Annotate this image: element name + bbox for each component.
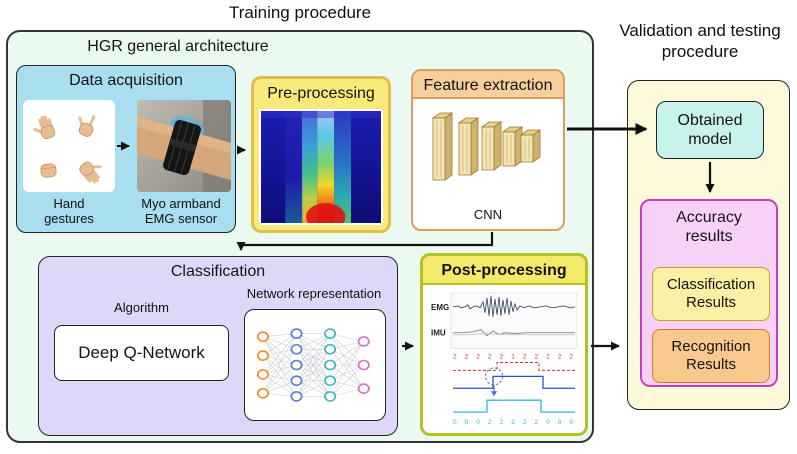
classification-panel: Classification Algorithm Deep Q-Network … bbox=[38, 256, 398, 436]
hand-gestures-illustration bbox=[23, 100, 115, 192]
myo-armband-photo bbox=[137, 100, 231, 192]
feature-extraction-title: Feature extraction bbox=[413, 71, 563, 99]
myo-armband-icon bbox=[137, 100, 231, 192]
post-processing-panel: Post-processing EMG IMU 2 2 2 2 2 1 2 2 … bbox=[420, 253, 588, 436]
accuracy-results-title: Accuracy results bbox=[676, 209, 742, 246]
emg-label: EMG bbox=[431, 303, 449, 312]
validation-testing-box: Obtained model Accuracy results Classifi… bbox=[627, 80, 790, 410]
algorithm-label: Algorithm bbox=[114, 300, 169, 315]
data-acquisition-title: Data acquisition bbox=[69, 72, 183, 89]
cnn-label: CNN bbox=[473, 207, 503, 222]
cyan-sequence: 0 0 0 2 2 2 2 2 0 0 0 bbox=[453, 419, 573, 426]
network-representation-label: Network representation bbox=[246, 286, 382, 301]
validation-procedure-title: Validation and testing procedure bbox=[619, 21, 781, 61]
obtained-model-box: Obtained model bbox=[656, 101, 764, 159]
deep-q-network-box: Deep Q-Network bbox=[54, 325, 229, 381]
training-procedure-title: Training procedure bbox=[228, 3, 372, 22]
architecture-label: HGR general architecture bbox=[87, 38, 269, 55]
neural-network-illustration bbox=[256, 328, 370, 402]
spectrogram-icon bbox=[261, 111, 381, 223]
hand-gestures-icon bbox=[30, 110, 108, 187]
feature-extraction-panel: Feature extraction CNN bbox=[411, 69, 565, 231]
cnn-layers-icon bbox=[431, 112, 542, 181]
data-acquisition-panel: Data acquisition bbox=[16, 65, 236, 233]
myo-armband-caption: Myo armband EMG sensor bbox=[141, 196, 221, 226]
hand-gestures-caption: Hand gestures bbox=[44, 196, 94, 226]
classification-title: Classification bbox=[170, 263, 266, 280]
cnn-illustration bbox=[417, 103, 561, 199]
accuracy-results-box: Accuracy results Classification Results … bbox=[640, 199, 778, 387]
recognition-results-box: Recognition Results bbox=[652, 329, 770, 383]
classification-results-box: Classification Results bbox=[652, 267, 770, 321]
imu-label: IMU bbox=[431, 329, 446, 338]
signal-plots-illustration: EMG IMU 2 2 2 2 2 1 2 2 2 2 2 0 0 0 2 2 … bbox=[427, 289, 581, 429]
hgr-architecture-box: HGR general architecture Data acquisitio… bbox=[6, 30, 594, 443]
red-sequence: 2 2 2 2 2 1 2 2 2 2 2 bbox=[453, 354, 573, 361]
post-processing-title: Post-processing bbox=[423, 256, 585, 285]
preprocessing-panel: Pre-processing bbox=[251, 76, 391, 233]
network-representation-box bbox=[244, 309, 386, 421]
preprocessing-title: Pre-processing bbox=[267, 85, 375, 102]
spectrogram-heatmap bbox=[259, 109, 383, 225]
signal-plots-icon: EMG IMU 2 2 2 2 2 1 2 2 2 2 2 0 0 0 2 2 … bbox=[431, 292, 578, 426]
